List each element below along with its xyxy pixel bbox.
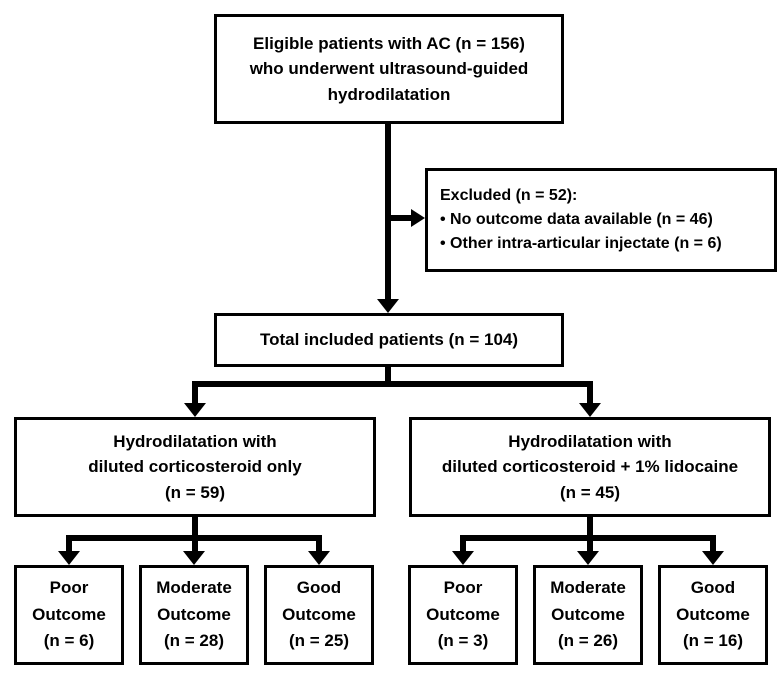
arrowhead-down-into-left-good bbox=[308, 551, 330, 565]
right-good-outcome-box: Good Outcome (n = 16) bbox=[658, 565, 768, 665]
right-poor-outcome-text: Poor Outcome (n = 3) bbox=[426, 578, 500, 651]
right-moderate-outcome-box: Moderate Outcome (n = 26) bbox=[533, 565, 643, 665]
arrowhead-down-into-right-poor bbox=[452, 551, 474, 565]
eligible-patients-box: Eligible patients with AC (n = 156) who … bbox=[214, 14, 564, 124]
connector-right-group-stem bbox=[587, 517, 593, 551]
group-corticosteroid-lidocaine-text: Hydrodilatation with diluted corticoster… bbox=[441, 431, 739, 502]
arrowhead-down-into-right-group bbox=[579, 403, 601, 417]
left-good-outcome-box: Good Outcome (n = 25) bbox=[264, 565, 374, 665]
arrowhead-down-into-right-moderate bbox=[577, 551, 599, 565]
connector-to-excluded bbox=[388, 215, 412, 221]
excluded-item-other-injectate: • Other intra-articular injectate (n = 6… bbox=[440, 235, 722, 252]
left-good-outcome-text: Good Outcome (n = 25) bbox=[282, 578, 356, 651]
connector-eligible-to-total bbox=[385, 124, 391, 299]
group-corticosteroid-only-text: Hydrodilatation with diluted corticoster… bbox=[88, 431, 302, 502]
left-poor-outcome-box: Poor Outcome (n = 6) bbox=[14, 565, 124, 665]
excluded-item-no-outcome-data: • No outcome data available (n = 46) bbox=[440, 211, 713, 228]
total-included-text: Total included patients (n = 104) bbox=[259, 330, 519, 350]
left-moderate-outcome-box: Moderate Outcome (n = 28) bbox=[139, 565, 249, 665]
excluded-title: Excluded (n = 52): bbox=[440, 187, 578, 204]
connector-drop-left-poor bbox=[66, 535, 72, 551]
connector-drop-right-good bbox=[710, 535, 716, 551]
excluded-box: Excluded (n = 52): • No outcome data ava… bbox=[425, 168, 777, 272]
connector-drop-left-good bbox=[316, 535, 322, 551]
left-moderate-outcome-text: Moderate Outcome (n = 28) bbox=[156, 578, 232, 651]
right-good-outcome-text: Good Outcome (n = 16) bbox=[676, 578, 750, 651]
group-corticosteroid-only-box: Hydrodilatation with diluted corticoster… bbox=[14, 417, 376, 517]
arrowhead-down-into-right-good bbox=[702, 551, 724, 565]
right-moderate-outcome-text: Moderate Outcome (n = 26) bbox=[550, 578, 626, 651]
arrowhead-down-into-left-poor bbox=[58, 551, 80, 565]
arrowhead-down-into-left-group bbox=[184, 403, 206, 417]
right-poor-outcome-box: Poor Outcome (n = 3) bbox=[408, 565, 518, 665]
group-corticosteroid-lidocaine-box: Hydrodilatation with diluted corticoster… bbox=[409, 417, 771, 517]
excluded-content: Excluded (n = 52): • No outcome data ava… bbox=[440, 184, 722, 256]
connector-left-group-stem bbox=[192, 517, 198, 551]
arrowhead-down-into-total bbox=[377, 299, 399, 313]
connector-right-outcomes-horizontal bbox=[460, 535, 716, 541]
connector-drop-left-group bbox=[192, 381, 198, 403]
eligible-patients-text: Eligible patients with AC (n = 156) who … bbox=[249, 33, 529, 104]
arrowhead-right-into-excluded bbox=[411, 209, 425, 227]
arrowhead-down-into-left-moderate bbox=[183, 551, 205, 565]
connector-group-split-horizontal bbox=[192, 381, 593, 387]
connector-drop-right-poor bbox=[460, 535, 466, 551]
left-poor-outcome-text: Poor Outcome (n = 6) bbox=[32, 578, 106, 651]
connector-drop-right-group bbox=[587, 381, 593, 403]
connector-total-stem bbox=[385, 367, 391, 384]
total-included-box: Total included patients (n = 104) bbox=[214, 313, 564, 367]
connector-left-outcomes-horizontal bbox=[66, 535, 322, 541]
